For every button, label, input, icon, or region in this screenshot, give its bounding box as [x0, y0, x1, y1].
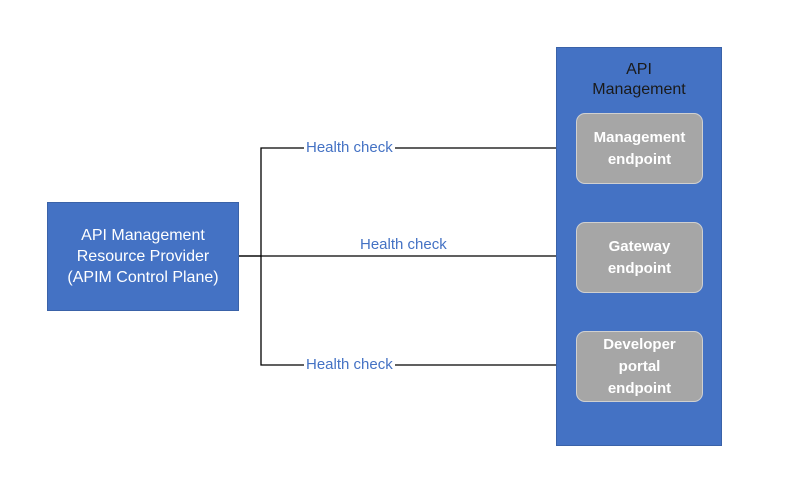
connector-to-developer-portal-endpoint — [260, 256, 576, 370]
api-management-title: API Management — [592, 61, 686, 98]
management-endpoint-label: Management endpoint — [593, 128, 686, 168]
health-check-label-management: Health check — [304, 138, 395, 158]
gateway-endpoint-box: Gateway endpoint — [576, 222, 703, 293]
resource-provider-label: API Management Resource Provider (APIM C… — [67, 227, 219, 286]
health-check-label-developer-portal: Health check — [304, 355, 395, 375]
resource-provider-box: API Management Resource Provider (APIM C… — [47, 202, 239, 311]
developer-portal-endpoint-box: Developer portal endpoint — [576, 331, 703, 402]
management-endpoint-box: Management endpoint — [576, 113, 703, 184]
developer-portal-endpoint-label: Developer portal endpoint — [603, 335, 676, 397]
gateway-endpoint-label: Gateway endpoint — [607, 237, 672, 277]
api-management-container: API Management Management endpoint Gatew… — [556, 47, 722, 446]
health-check-label-gateway: Health check — [355, 235, 452, 255]
